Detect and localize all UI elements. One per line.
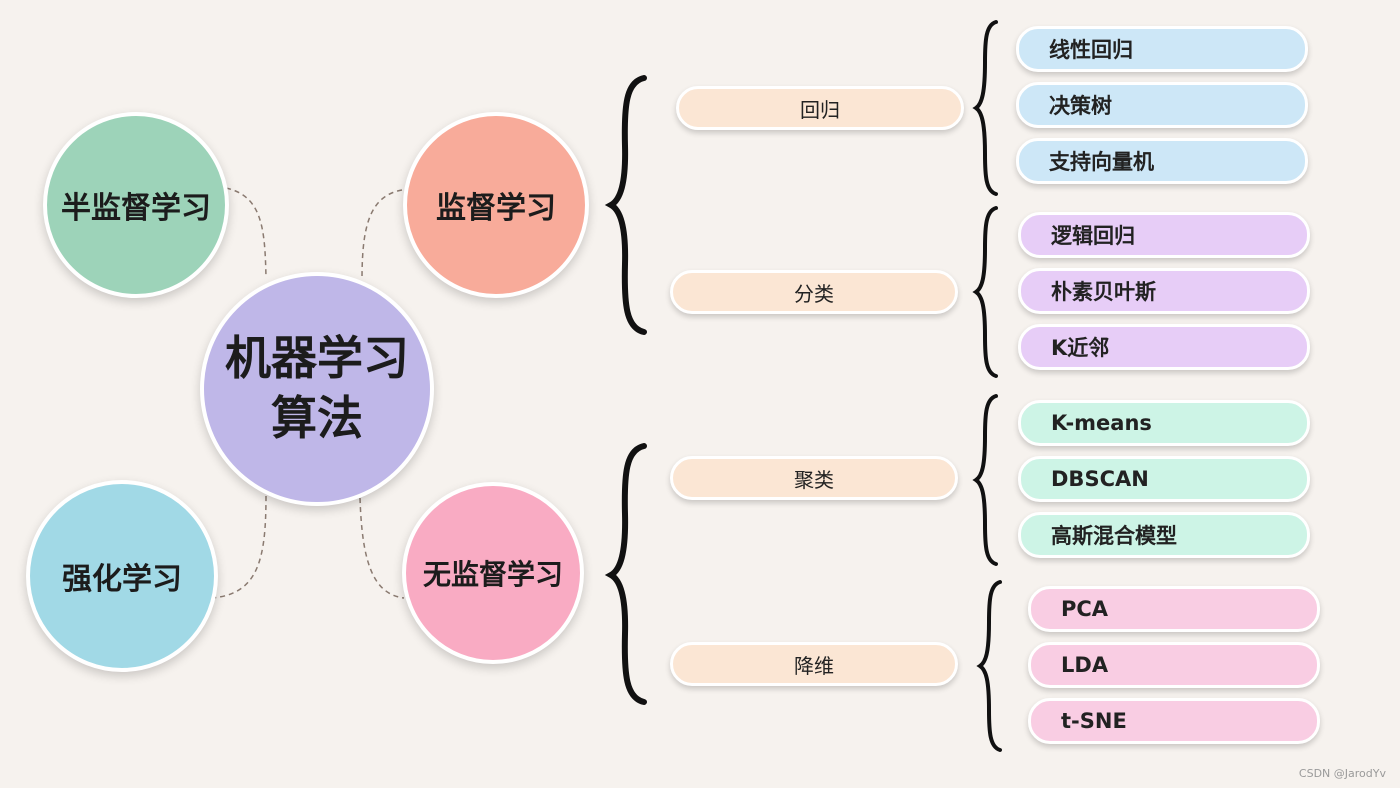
brace-regression xyxy=(972,20,998,196)
leaf-knn: K近邻 xyxy=(1018,324,1310,370)
semi-supervised-circle: 半监督学习 xyxy=(43,112,229,298)
leaf-dbscan: DBSCAN xyxy=(1018,456,1310,502)
connector-unsupervised xyxy=(359,497,405,599)
center-title-line2: 算法 xyxy=(271,391,363,445)
unsupervised-circle: 无监督学习 xyxy=(402,482,584,664)
brace-dim-reduction xyxy=(976,580,1002,752)
leaf-naive-bayes: 朴素贝叶斯 xyxy=(1018,268,1310,314)
category-dim-reduction-label: 降维 xyxy=(794,653,834,678)
category-regression: 回归 xyxy=(676,86,964,130)
connector-semi xyxy=(225,187,267,279)
brace-clustering xyxy=(972,394,998,566)
category-clustering-label: 聚类 xyxy=(794,467,834,492)
semi-supervised-label: 半监督学习 xyxy=(61,191,211,226)
center-circle: 机器学习 算法 xyxy=(200,272,434,506)
leaf-label: DBSCAN xyxy=(1051,467,1149,491)
brace-unsupervised xyxy=(604,443,647,705)
leaf-label: K-means xyxy=(1051,411,1152,435)
brace-supervised xyxy=(604,75,647,335)
leaf-label: PCA xyxy=(1061,597,1109,621)
category-clustering: 聚类 xyxy=(670,456,958,500)
category-dim-reduction: 降维 xyxy=(670,642,958,686)
leaf-label: t-SNE xyxy=(1061,709,1127,733)
leaf-decision-tree: 决策树 xyxy=(1016,82,1308,128)
leaf-kmeans: K-means xyxy=(1018,400,1310,446)
leaf-label: 线性回归 xyxy=(1049,38,1133,62)
reinforcement-label: 强化学习 xyxy=(62,562,182,597)
leaf-label: 高斯混合模型 xyxy=(1051,524,1177,548)
leaf-logistic-regression: 逻辑回归 xyxy=(1018,212,1310,258)
brace-classification xyxy=(972,206,998,378)
center-title-line1: 机器学习 xyxy=(225,331,409,386)
leaf-gmm: 高斯混合模型 xyxy=(1018,512,1310,558)
category-regression-label: 回归 xyxy=(800,97,840,122)
leaf-tsne: t-SNE xyxy=(1028,698,1320,744)
leaf-label: 朴素贝叶斯 xyxy=(1051,280,1156,304)
connector-supervised xyxy=(361,189,403,281)
leaf-linear-regression: 线性回归 xyxy=(1016,26,1308,72)
leaf-label: K近邻 xyxy=(1051,336,1110,360)
leaf-lda: LDA xyxy=(1028,642,1320,688)
category-classification-label: 分类 xyxy=(794,281,834,306)
leaf-label: 逻辑回归 xyxy=(1051,224,1135,248)
leaf-label: 支持向量机 xyxy=(1049,150,1154,174)
watermark-text: CSDN @JarodYv xyxy=(1298,767,1386,780)
unsupervised-label: 无监督学习 xyxy=(422,558,563,591)
category-classification: 分类 xyxy=(670,270,958,314)
leaf-label: LDA xyxy=(1061,653,1109,677)
leaf-label: 决策树 xyxy=(1049,94,1112,118)
supervised-circle: 监督学习 xyxy=(403,112,589,298)
leaf-pca: PCA xyxy=(1028,586,1320,632)
leaf-svm: 支持向量机 xyxy=(1016,138,1308,184)
supervised-label: 监督学习 xyxy=(436,191,556,226)
reinforcement-circle: 强化学习 xyxy=(26,480,218,672)
connector-reinforcement xyxy=(211,495,267,599)
